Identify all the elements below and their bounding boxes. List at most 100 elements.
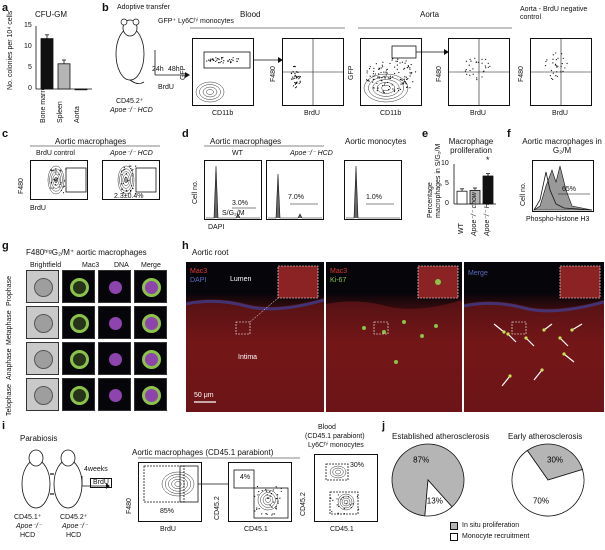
flow-dot [409,75,411,77]
significance-star: * [486,155,490,165]
cell-micrograph [62,342,95,375]
flow-dot [552,62,554,64]
flow-dot [396,60,399,62]
flow-dot [55,183,57,186]
flow-dot [407,65,409,67]
flow-dot [380,79,382,81]
flow-dot [292,78,294,80]
panel-g-title: F480ʰⁱᵍG₂/M⁺ aortic macrophages [26,248,147,257]
flow-dot [128,165,131,167]
panel-c-hcd-label: Apoe⁻/⁻ HCD [110,150,153,157]
flow-dot [555,75,557,77]
axis-label-dapi: DAPI [208,224,225,231]
panel-b-aorta-title: Aorta [420,10,440,19]
flow-dot [338,505,340,507]
mouse-icon [115,18,145,84]
contour-line [47,165,65,195]
flow-dot [465,60,467,62]
contour-line [120,171,132,189]
flow-dot [402,82,404,84]
panel-b-donor-label: GFP⁺ Ly6Cʰⁱ monocytes [158,18,234,25]
flow-dot [386,68,388,70]
flow-dot [378,77,380,79]
flow-dot [266,513,268,515]
flow-dot [55,169,57,171]
flow-dot [393,90,396,92]
flow-dot [345,503,347,505]
flow-dot [388,88,390,91]
panel-d-value-wt: 3.0% [232,200,248,207]
cell-micrograph [26,306,59,339]
flow-dot [552,54,554,56]
flow-dot [221,58,223,60]
proliferating-cell [502,330,506,334]
flow-dot [295,75,297,77]
flow-dot [485,67,487,69]
flow-dot [386,81,389,84]
flow-dot [126,180,129,182]
proliferating-cell [506,332,510,336]
panel-h-title: Aortic root [192,248,229,257]
flow-dot [292,85,295,87]
flow-dot [385,69,388,71]
flow-dot [382,90,384,92]
panel-b-adoptive-label: Adoptive transfer [117,4,170,11]
flow-dot [121,170,123,172]
flow-dot [53,170,55,172]
flow-dot [395,60,397,62]
panel-d-title: Aortic macrophages [210,137,282,146]
panel-c-percentage: 2.3±0.4% [114,193,144,200]
panel-c-title: Aortic macrophages [55,137,127,146]
axis-label-phospho-h3: Phospho-histone H3 [526,216,590,223]
flow-dot [555,52,557,54]
flow-dot [261,513,263,515]
flow-dot [228,60,230,62]
panel-g-col-dna: DNA [114,262,129,269]
flow-dot [54,179,56,181]
flow-dot [483,70,485,72]
flow-dot [275,506,277,508]
panel-d-histograms [204,145,400,219]
flow-dot [552,78,554,81]
flow-dot [485,58,487,61]
panel-i-macrophage-title: Aortic macrophages (CD45.1 parabiont) [132,448,274,457]
flow-dot [275,486,277,488]
panel-i-left-mouse-1: CD45.1⁺ [14,514,42,521]
gate [253,487,289,519]
flow-dot [269,504,271,506]
flow-dot [343,507,345,510]
flow-dot [236,60,238,62]
panel-i-left-mouse-3: HCD [20,532,36,539]
cell-micrograph [134,378,167,411]
flow-dot [557,65,559,67]
flow-dot [294,72,296,75]
panel-d-value-monocytes: 1.0% [366,194,382,201]
flow-dot [291,78,293,80]
flow-dot [374,75,376,77]
flow-dot [474,57,476,59]
flow-dot [54,168,57,170]
flow-dot [122,182,124,184]
flow-dot [258,508,260,510]
flow-dot [125,176,127,178]
pie-slice [511,449,585,517]
flow-dot [50,168,52,171]
arrow-marker [507,333,517,343]
flow-dot [396,68,398,70]
contour-line [337,493,355,511]
flow-dot [59,183,61,185]
arrow-marker [493,323,505,333]
axis-label-cd45-1: CD45.1 [330,526,354,533]
contour-line [260,492,276,508]
histogram-trace [268,173,322,219]
flow-dot [298,75,300,77]
flow-dot [272,513,274,515]
flow-dot [464,70,467,72]
flow-dot [397,58,399,60]
flow-dot [393,89,396,91]
flow-dot [377,87,379,89]
panel-i-right-mouse-2: Apoe⁻/⁻ [62,523,88,530]
flow-dot [403,68,405,70]
flow-dot [382,85,384,87]
panel-i-weeks: 4weeks [84,466,108,473]
